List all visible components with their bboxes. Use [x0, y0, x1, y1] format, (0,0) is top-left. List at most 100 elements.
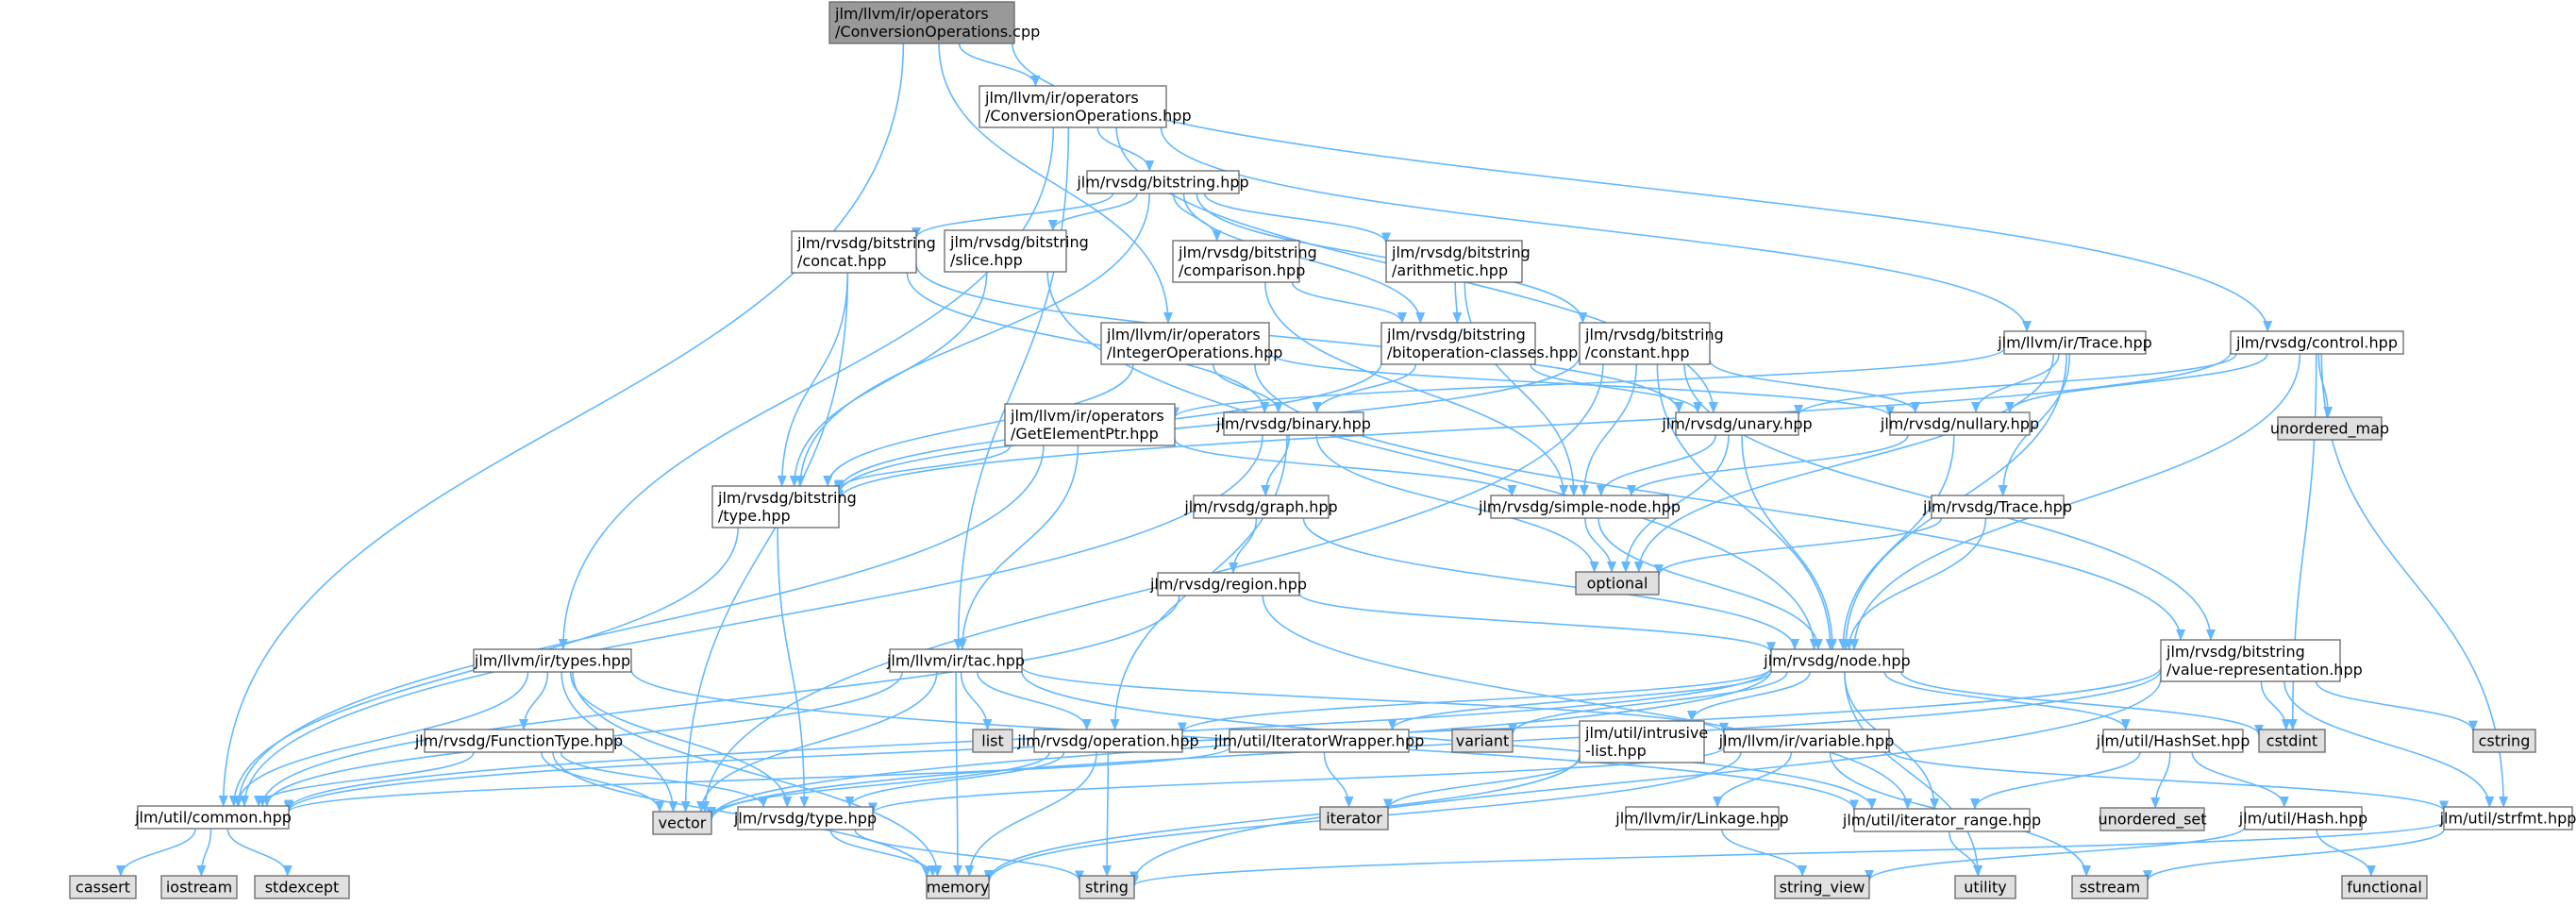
node-node[interactable]: jlm/rvsdg/node.hpp [1763, 648, 1911, 673]
node-iterrange[interactable]: jlm/util/iterator_range.hpp [1842, 808, 2041, 832]
node-concat[interactable]: jlm/rvsdg/bitstring/concat.hpp [791, 230, 936, 274]
node-intrusive[interactable]: jlm/util/intrusive-list.hpp [1579, 720, 1708, 763]
edge-valrep-to-strfmt [2283, 680, 2495, 808]
edge-arithmetic-to-bitop [1452, 281, 1463, 324]
node-slice[interactable]: jlm/rvsdg/bitstring/slice.hpp [944, 229, 1089, 273]
node-label-cstring: cstring [2479, 731, 2531, 749]
edge-region-to-node [1298, 593, 1776, 654]
node-linkage[interactable]: jlm/llvm/ir/Linkage.hpp [1614, 806, 1789, 830]
edge-trace_llvm-to-gep [1170, 347, 2005, 419]
edge-functype-to-vector [541, 751, 665, 813]
node-variant: variant [1451, 729, 1514, 753]
node-box-functional [2341, 875, 2428, 899]
node-conv_hpp[interactable]: jlm/llvm/ir/operators/ConversionOperatio… [979, 85, 1192, 128]
node-operation[interactable]: jlm/rvsdg/operation.hpp [1016, 729, 1199, 753]
node-tac[interactable]: jlm/llvm/ir/tac.hpp [886, 648, 1025, 673]
edge-valrep-to-string [1129, 678, 2162, 883]
node-functype[interactable]: jlm/rvsdg/FunctionType.hpp [414, 729, 623, 753]
node-arithmetic[interactable]: jlm/rvsdg/bitstring/arithmetic.hpp [1385, 240, 1531, 283]
node-label-iterrange: jlm/util/iterator_range.hpp [1842, 811, 2041, 830]
node-rtype[interactable]: jlm/rvsdg/type.hpp [733, 806, 877, 830]
node-simplenode[interactable]: jlm/rvsdg/simple-node.hpp [1478, 495, 1681, 519]
edge-valrep-to-vector [707, 669, 2162, 821]
node-bittype[interactable]: jlm/rvsdg/bitstring/type.hpp [711, 485, 857, 528]
node-label-hashset: jlm/util/HashSet.hpp [2096, 731, 2250, 749]
node-hash[interactable]: jlm/util/Hash.hpp [2238, 806, 2367, 830]
node-label-nullary: jlm/rvsdg/nullary.hpp [1880, 414, 2039, 432]
edge-rtype-to-string [854, 829, 1084, 882]
edge-constant-to-bittype [834, 355, 1581, 496]
node-label-concat: jlm/rvsdg/bitstring [796, 234, 936, 252]
edges-layer [116, 42, 2509, 887]
edge-node-to-intrusive [1687, 671, 1811, 722]
node-graph[interactable]: jlm/rvsdg/graph.hpp [1183, 495, 1338, 519]
node-common[interactable]: jlm/util/common.hpp [134, 805, 292, 830]
node-variable[interactable]: jlm/llvm/ir/variable.hpp [1718, 729, 1895, 753]
node-label-variant: variant [1456, 731, 1510, 749]
node-box-trace_rvsdg [1931, 495, 2065, 519]
node-types[interactable]: jlm/llvm/ir/types.hpp [473, 648, 632, 673]
node-box-iterrange [1853, 808, 2031, 832]
edge-simplenode-to-optional [1584, 517, 1617, 573]
nodes-layer: jlm/llvm/ir/operators/ConversionOperatio… [69, 1, 2576, 899]
node-box-optional [1575, 571, 1660, 596]
node-cstdint: cstdint [2258, 729, 2326, 753]
edge-concat-to-unary [915, 263, 1684, 413]
node-box-memory [926, 875, 990, 899]
node-cassert: cassert [69, 875, 137, 899]
edge-concat-to-vector [680, 272, 849, 813]
node-iterator: iterator [1319, 806, 1389, 830]
node-box-cstring [2472, 729, 2536, 753]
edge-bitstring-to-bittype [795, 193, 1150, 487]
node-label-slice: /slice.hpp [950, 251, 1023, 269]
node-strfmt[interactable]: jlm/util/strfmt.hpp [2439, 806, 2576, 830]
node-root[interactable]: jlm/llvm/ir/operators/ConversionOperatio… [828, 1, 1040, 44]
edge-iterwrap-to-common [284, 746, 1230, 814]
node-constant[interactable]: jlm/rvsdg/bitstring/constant.hpp [1579, 322, 1724, 365]
node-label-functype: jlm/rvsdg/FunctionType.hpp [414, 731, 623, 749]
node-label-comparison: /comparison.hpp [1179, 261, 1305, 279]
edge-node-to-common [284, 666, 1772, 812]
edge-constant-to-vector [700, 363, 1604, 813]
edge-tac-to-list [960, 671, 993, 730]
node-iterwrap[interactable]: jlm/util/IteratorWrapper.hpp [1213, 729, 1425, 753]
node-trace_rvsdg[interactable]: jlm/rvsdg/Trace.hpp [1922, 495, 2072, 519]
node-comparison[interactable]: jlm/rvsdg/bitstring/comparison.hpp [1172, 240, 1317, 283]
node-label-unordered_map: unordered_map [2270, 419, 2389, 438]
node-label-string_view: string_view [1780, 878, 1865, 897]
node-box-stdexcept [254, 875, 350, 899]
node-intops[interactable]: jlm/llvm/ir/operators/IntegerOperations.… [1100, 322, 1282, 365]
node-box-string [1079, 875, 1135, 899]
node-binary[interactable]: jlm/rvsdg/binary.hpp [1215, 411, 1371, 436]
node-region[interactable]: jlm/rvsdg/region.hpp [1149, 572, 1307, 596]
node-trace_llvm[interactable]: jlm/llvm/ir/Trace.hpp [1997, 330, 2152, 355]
node-label-trace_llvm: jlm/llvm/ir/Trace.hpp [1997, 333, 2152, 351]
node-nullary[interactable]: jlm/rvsdg/nullary.hpp [1880, 411, 2039, 436]
node-box-hashset [2102, 729, 2244, 753]
edge-common-to-cassert [116, 828, 196, 877]
node-box-simplenode [1490, 495, 1669, 519]
node-unary[interactable]: jlm/rvsdg/unary.hpp [1661, 411, 1813, 436]
node-box-bittype [711, 485, 840, 528]
node-box-cassert [69, 875, 137, 899]
node-unordered_map: unordered_map [2270, 416, 2389, 441]
node-bitstring[interactable]: jlm/rvsdg/bitstring.hpp [1076, 170, 1249, 194]
node-box-string_view [1774, 875, 1870, 899]
node-hashset[interactable]: jlm/util/HashSet.hpp [2096, 729, 2250, 753]
node-label-iterator: iterator [1326, 809, 1382, 827]
edge-bitop-to-unary [1530, 363, 1703, 413]
node-box-cstdint [2258, 729, 2326, 753]
node-box-conv_hpp [979, 85, 1167, 128]
node-label-stdexcept: stdexcept [265, 878, 340, 896]
edge-concat-to-binary [906, 272, 1270, 413]
edge-bitop-to-binary [1312, 363, 1417, 413]
node-valrep[interactable]: jlm/rvsdg/bitstring/value-representation… [2160, 639, 2363, 682]
node-control[interactable]: jlm/rvsdg/control.hpp [2230, 330, 2404, 355]
node-bitop[interactable]: jlm/rvsdg/bitstring/bitoperation-classes… [1380, 322, 1578, 365]
node-label-comparison: jlm/rvsdg/bitstring [1178, 243, 1317, 261]
node-box-tac [889, 648, 1023, 673]
node-box-valrep [2160, 639, 2341, 682]
edge-node-to-hashset [1883, 671, 2131, 730]
node-gep[interactable]: jlm/llvm/ir/operators/GetElementPtr.hpp [1004, 403, 1176, 446]
